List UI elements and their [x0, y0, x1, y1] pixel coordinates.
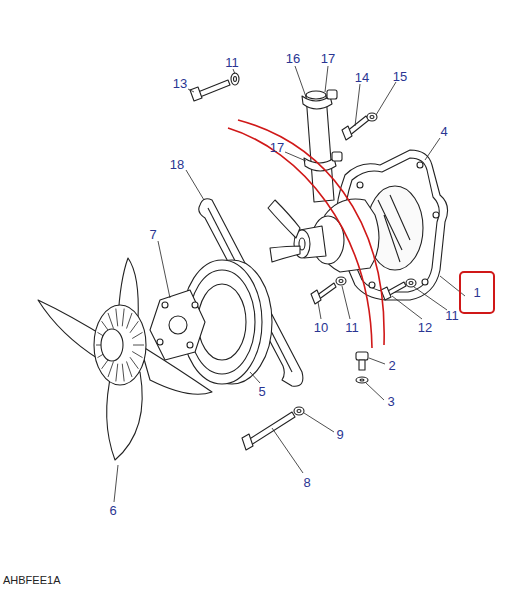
- fan-fin: [130, 357, 138, 369]
- callout-number: 9: [336, 428, 343, 441]
- callout-number: 13: [173, 77, 187, 90]
- washer: [367, 113, 377, 121]
- fan-fin: [133, 345, 144, 346]
- leader-line: [114, 66, 465, 502]
- callout-number: 18: [170, 158, 184, 171]
- fan-fin: [108, 313, 114, 329]
- callout-number: 7: [149, 228, 156, 241]
- highlight-line: [228, 120, 384, 348]
- fan-fin: [122, 364, 124, 382]
- washer: [356, 377, 368, 383]
- fan-hub: [150, 290, 205, 360]
- fan-fin: [132, 332, 142, 338]
- callout-number: 15: [393, 70, 407, 83]
- washer: [336, 277, 346, 285]
- callout-number: 11: [225, 56, 239, 69]
- bolt: [190, 80, 230, 101]
- fan-fin: [127, 361, 133, 377]
- fan-fin: [122, 309, 124, 327]
- callout-number: 16: [286, 52, 300, 65]
- callout-number: 17: [270, 141, 284, 154]
- callout-number: 3: [387, 395, 394, 408]
- callout-number: 6: [109, 504, 116, 517]
- callout-number: 14: [355, 71, 369, 84]
- fan-fin: [108, 361, 114, 377]
- drain-plug: [356, 352, 368, 370]
- bolt: [242, 412, 295, 450]
- fan-fin: [116, 364, 118, 382]
- callout-number: 4: [440, 125, 447, 138]
- callout-number: 17: [321, 52, 335, 65]
- fan-fin: [127, 313, 133, 329]
- callout-number: 11: [445, 309, 459, 322]
- callout-number: 12: [418, 321, 432, 334]
- callout-number: 2: [388, 359, 395, 372]
- callout-number: 1: [473, 286, 480, 299]
- outlet-pipe: [306, 95, 334, 202]
- cooling-fan: [38, 258, 212, 460]
- fan-fin: [132, 351, 142, 357]
- fan-fin: [116, 309, 118, 327]
- bolt: [311, 283, 336, 304]
- callout-number: 11: [345, 321, 359, 334]
- washer: [231, 73, 239, 85]
- highlight-box: 1: [459, 271, 495, 314]
- washer: [406, 279, 416, 287]
- callout-number: 10: [314, 321, 328, 334]
- fan-fin: [130, 321, 138, 333]
- washer: [294, 407, 304, 415]
- callout-number: 5: [258, 385, 265, 398]
- figure-code: AHBFEE1A: [3, 575, 60, 586]
- callout-number: 8: [303, 476, 310, 489]
